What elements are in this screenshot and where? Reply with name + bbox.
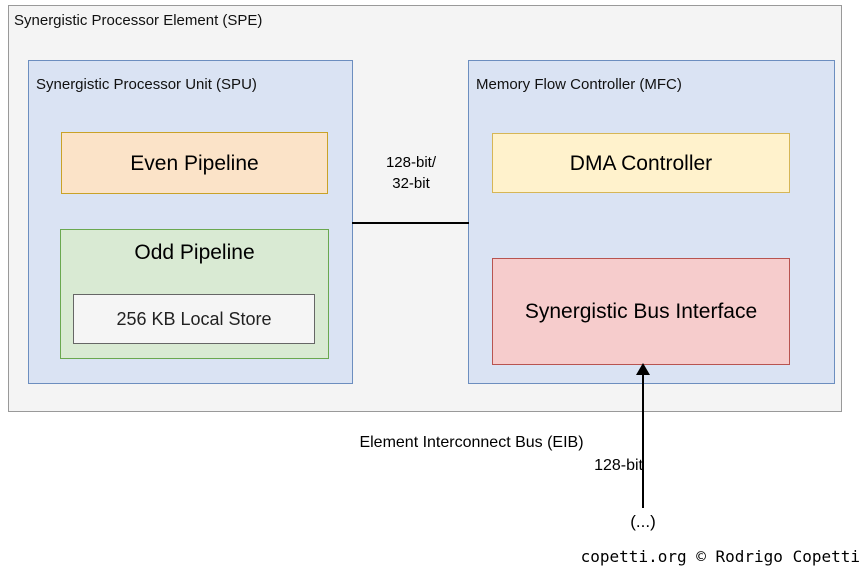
eib-arrow-shaft — [642, 372, 644, 508]
spu-mfc-connector-line — [352, 222, 469, 224]
spu-title: Synergistic Processor Unit (SPU) — [36, 76, 257, 93]
mfc-title: Memory Flow Controller (MFC) — [476, 76, 682, 93]
spe-title: Synergistic Processor Element (SPE) — [14, 12, 263, 29]
eib-caption: Element Interconnect Bus (EIB) 128-bit — [300, 431, 643, 477]
local-store-label: 256 KB Local Store — [116, 309, 272, 329]
eib-arrow-head-icon — [636, 363, 650, 375]
synergistic-bus-interface-block: Synergistic Bus Interface — [492, 258, 790, 365]
local-store-block: 256 KB Local Store — [73, 294, 315, 344]
footer-credit: copetti.org © Rodrigo Copetti — [580, 547, 860, 566]
spu-mfc-connector-line-1: 128-bit/ — [385, 154, 437, 171]
spu-mfc-connector-line-2: 32-bit — [392, 175, 430, 192]
even-pipeline-block: Even Pipeline — [61, 132, 328, 194]
dma-controller-block: DMA Controller — [492, 133, 790, 193]
eib-caption-line-2: 128-bit — [594, 457, 643, 474]
eib-caption-line-1: Element Interconnect Bus (EIB) — [359, 434, 584, 451]
dma-controller-label: DMA Controller — [569, 151, 713, 175]
continuation-ellipsis-label: (...) — [630, 512, 656, 531]
odd-pipeline-label: Odd Pipeline — [134, 241, 255, 264]
even-pipeline-label: Even Pipeline — [130, 151, 259, 175]
spu-mfc-connector-label: 128-bit/ 32-bit — [358, 152, 464, 194]
synergistic-bus-interface-label: Synergistic Bus Interface — [524, 300, 758, 323]
